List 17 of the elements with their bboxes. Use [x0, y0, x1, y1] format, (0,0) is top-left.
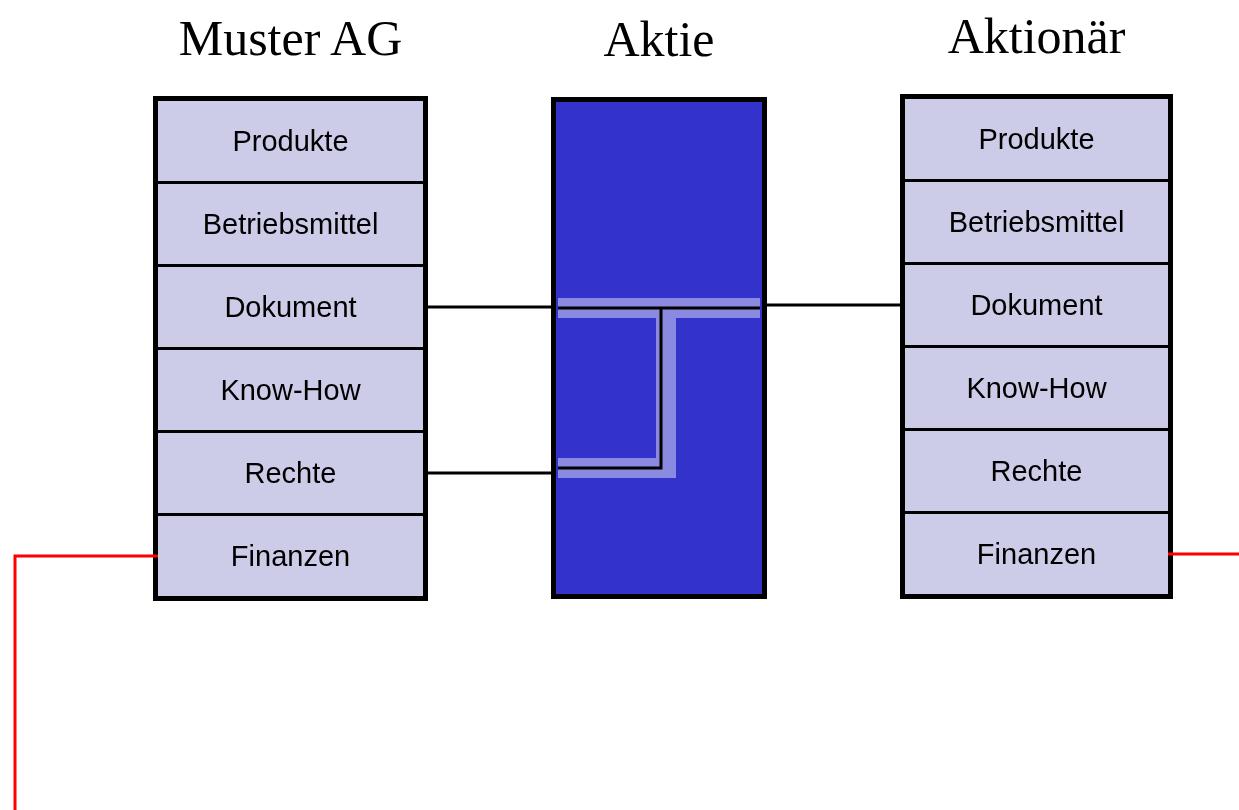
category-box: Produkte	[158, 101, 423, 181]
category-box: Know-How	[905, 348, 1168, 428]
category-box: Rechte	[158, 433, 423, 513]
category-box: Dokument	[905, 265, 1168, 345]
category-box: Dokument	[158, 267, 423, 347]
category-box: Know-How	[158, 350, 423, 430]
category-box: Rechte	[905, 431, 1168, 511]
column-title: Aktionär	[946, 7, 1127, 65]
connector-line	[13, 554, 158, 810]
category-box: Finanzen	[905, 514, 1168, 594]
category-box: Betriebsmittel	[905, 182, 1168, 262]
connector-line	[1168, 552, 1239, 556]
category-box: Produkte	[905, 99, 1168, 179]
column-title: Aktie	[602, 10, 716, 68]
column-title: Muster AG	[177, 9, 404, 67]
category-box: Finanzen	[158, 516, 423, 596]
category-box: Betriebsmittel	[158, 184, 423, 264]
